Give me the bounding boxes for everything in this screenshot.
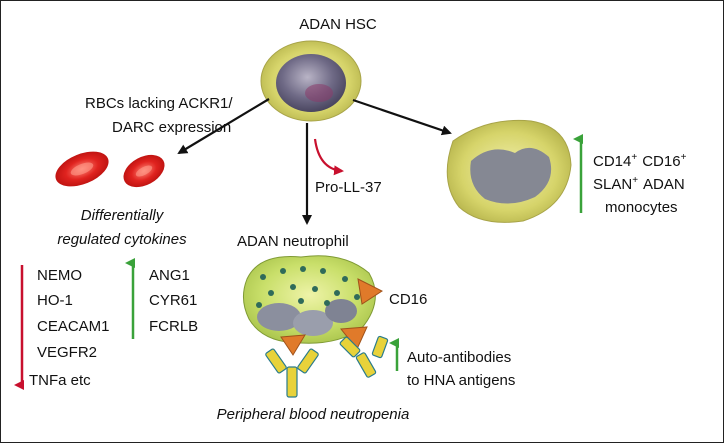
cytokines-heading-line1: Differentially [81,207,165,224]
pro-ll37-label: Pro-LL-37 [315,179,382,196]
footer-label: Peripheral blood neutropenia [217,406,410,423]
cd16-label: CD16 [389,291,427,308]
rbc-label-line1: RBCs lacking ACKR1/ [85,95,233,112]
cytokine-down-item: TNFa etc [29,372,91,389]
autoantibodies-line1: Auto-antibodies [407,349,511,366]
cytokine-down-item: NEMO [37,267,82,284]
rbc-label-line2: DARC expression [112,119,231,136]
rbc-image [55,151,165,188]
cd16-plus: + [681,152,687,163]
monocyte-label-line1: CD14+CD16+ [593,152,687,170]
cd14-plus: + [631,152,637,163]
antibody-image [265,335,389,398]
cytokines-heading-line2: regulated cytokines [57,231,187,248]
monocyte-image [446,119,572,223]
monocyte-label-line2: SLAN+ ADAN [593,175,685,193]
neutrophil-image [243,255,376,344]
autoantibodies-line2: to HNA antigens [407,372,515,389]
hsc-title: ADAN HSC [299,16,377,33]
arrow-to-rbc [177,98,270,155]
slan-text: SLAN [593,176,632,193]
cytokine-down-item: VEGFR2 [37,344,97,361]
cytokine-up-item: ANG1 [149,267,190,284]
slan-plus: + [632,175,638,186]
neutrophil-label: ADAN neutrophil [237,233,349,250]
adan-text: ADAN [643,176,685,193]
cytokine-up-item: CYR61 [149,292,197,309]
cd14-text: CD14 [593,153,631,170]
hsc-cell-image [260,40,362,122]
monocyte-label-line3: monocytes [605,199,678,216]
cd16-antigen-image [280,278,384,356]
arrow-pro-ll37 [313,138,344,176]
cytokine-down-item: HO-1 [37,292,73,309]
cd16-text: CD16 [642,153,680,170]
cytokine-down-item: CEACAM1 [37,318,110,335]
arrow-to-monocyte [352,98,452,136]
cytokine-up-item: FCRLB [149,318,198,335]
